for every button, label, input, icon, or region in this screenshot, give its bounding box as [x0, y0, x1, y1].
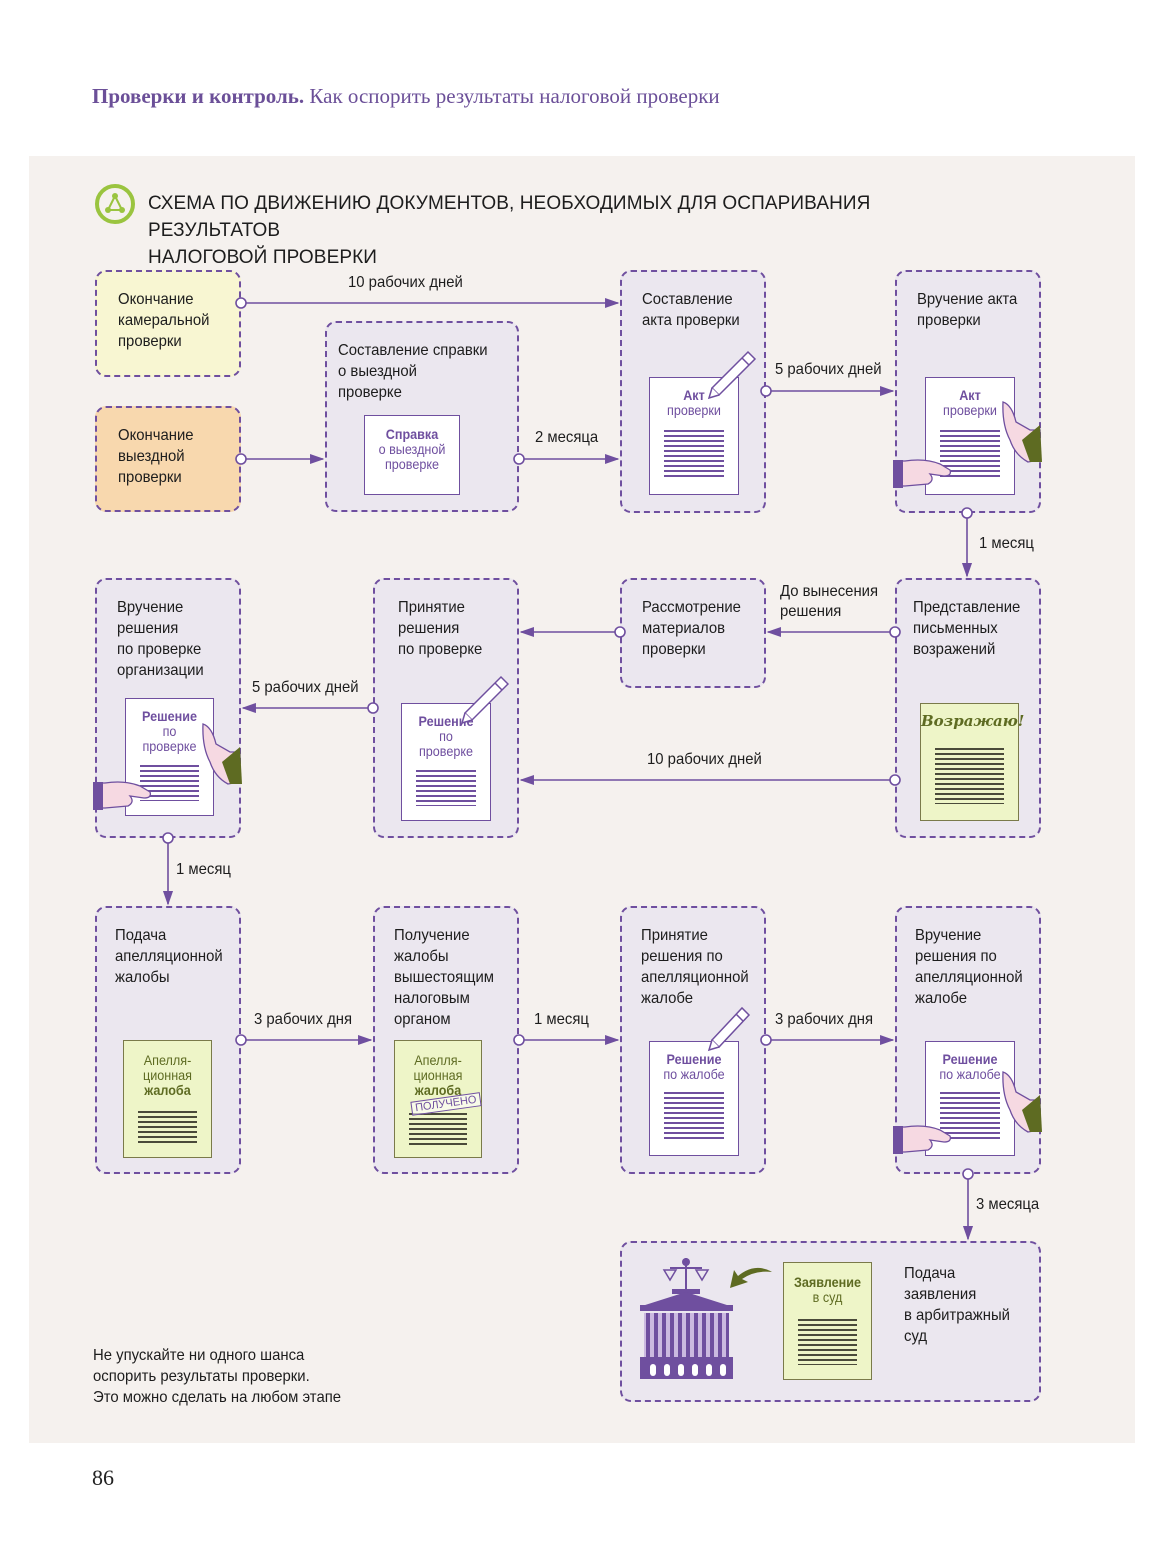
hand-giving-icon	[893, 1125, 952, 1154]
label-1-month-right: 1 месяц	[979, 535, 1034, 552]
pen-icon	[707, 350, 757, 400]
hand-receiving-icon	[202, 723, 242, 785]
label-10-days-top: 10 рабочих дней	[348, 274, 463, 291]
box-field-audit-end	[95, 406, 241, 512]
label-5-days-decision: 5 рабочих дней	[252, 679, 359, 696]
label-3-days-b: 3 рабочих дня	[775, 1011, 874, 1028]
label-1-month-left: 1 месяц	[176, 861, 231, 878]
box-desk-audit-end	[95, 270, 241, 377]
label-10-days-mid: 10 рабочих дней	[647, 751, 762, 768]
curved-arrow-icon	[730, 1267, 772, 1288]
section-subtitle: Как оспорить результаты налоговой провер…	[309, 84, 720, 108]
pen-icon	[460, 675, 510, 725]
running-header: Проверки и контроль. Как оспорить резуль…	[92, 84, 720, 109]
label-5-days-act: 5 рабочих дней	[775, 361, 882, 378]
hand-giving-icon	[93, 781, 152, 810]
hand-receiving-icon	[1002, 1071, 1042, 1133]
label-3-days-a: 3 рабочих дня	[254, 1011, 353, 1028]
label-1-month-bottom: 1 месяц	[534, 1011, 589, 1028]
scheme-title: СХЕМА ПО ДВИЖЕНИЮ ДОКУМЕНТОВ, НЕОБХОДИМЫ…	[148, 193, 871, 268]
label-2-months: 2 месяца	[535, 429, 599, 446]
pen-icon	[707, 1006, 751, 1052]
hand-giving-icon	[893, 459, 952, 488]
doc-objection: Возражаю!	[920, 703, 1024, 821]
hand-receiving-icon	[1002, 401, 1042, 463]
scheme-icon	[95, 184, 135, 224]
courthouse-icon	[640, 1258, 733, 1379]
label-3-months: 3 месяца	[976, 1196, 1040, 1213]
box-review	[620, 578, 766, 688]
section-title: Проверки и контроль.	[92, 84, 305, 108]
page-number: 86	[92, 1465, 114, 1490]
